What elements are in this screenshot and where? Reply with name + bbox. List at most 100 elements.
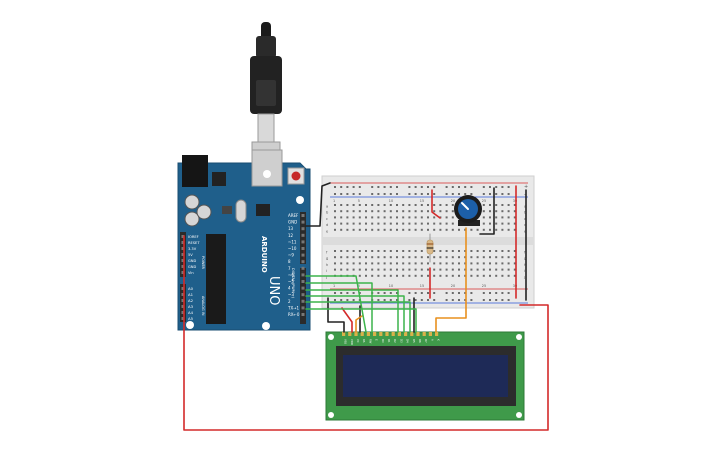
- breadboard-hole[interactable]: [352, 250, 355, 252]
- breadboard-hole[interactable]: [358, 210, 361, 213]
- breadboard-hole[interactable]: [346, 256, 349, 259]
- breadboard-hole[interactable]: [334, 256, 336, 259]
- breadboard-hole[interactable]: [427, 222, 429, 225]
- breadboard-hole[interactable]: [489, 222, 491, 225]
- digital-pin-socket[interactable]: [301, 214, 305, 217]
- breadboard-hole[interactable]: [420, 228, 423, 231]
- breadboard-hole[interactable]: [501, 256, 504, 259]
- rail-hole[interactable]: [377, 299, 380, 301]
- digital-pin-socket[interactable]: [301, 313, 305, 316]
- breadboard-hole[interactable]: [501, 228, 504, 231]
- breadboard-hole[interactable]: [476, 250, 479, 252]
- breadboard-hole[interactable]: [501, 274, 504, 277]
- breadboard-hole[interactable]: [513, 262, 516, 265]
- rail-hole[interactable]: [470, 193, 473, 195]
- power-pin-socket[interactable]: [181, 253, 185, 256]
- breadboard-hole[interactable]: [427, 210, 429, 213]
- rail-hole[interactable]: [340, 299, 343, 301]
- breadboard-hole[interactable]: [439, 228, 442, 231]
- rail-hole[interactable]: [334, 193, 336, 195]
- breadboard-hole[interactable]: [365, 268, 367, 271]
- breadboard-hole[interactable]: [383, 228, 386, 231]
- breadboard-hole[interactable]: [414, 216, 417, 219]
- rail-hole[interactable]: [489, 292, 491, 294]
- breadboard-hole[interactable]: [495, 204, 498, 206]
- breadboard-hole[interactable]: [402, 268, 405, 271]
- breadboard-hole[interactable]: [445, 268, 448, 271]
- rail-hole[interactable]: [495, 193, 498, 195]
- breadboard-hole[interactable]: [451, 250, 454, 252]
- breadboard-hole[interactable]: [427, 256, 429, 259]
- breadboard-hole[interactable]: [340, 250, 343, 252]
- breadboard-hole[interactable]: [346, 268, 349, 271]
- rail-hole[interactable]: [371, 186, 374, 188]
- rail-hole[interactable]: [501, 193, 504, 195]
- breadboard-hole[interactable]: [334, 262, 336, 265]
- rail-hole[interactable]: [507, 186, 510, 188]
- breadboard-hole[interactable]: [402, 216, 405, 219]
- analog-pin-socket[interactable]: [181, 311, 185, 314]
- breadboard-hole[interactable]: [489, 210, 491, 213]
- breadboard-hole[interactable]: [383, 268, 386, 271]
- breadboard-hole[interactable]: [439, 210, 442, 213]
- breadboard-hole[interactable]: [377, 262, 380, 265]
- breadboard-hole[interactable]: [365, 210, 367, 213]
- breadboard-hole[interactable]: [427, 228, 429, 231]
- breadboard-hole[interactable]: [495, 210, 498, 213]
- breadboard-hole[interactable]: [501, 262, 504, 265]
- breadboard-hole[interactable]: [414, 268, 417, 271]
- breadboard-hole[interactable]: [482, 268, 485, 271]
- breadboard-hole[interactable]: [377, 268, 380, 271]
- breadboard-hole[interactable]: [513, 268, 516, 271]
- breadboard-hole[interactable]: [427, 204, 429, 206]
- breadboard-hole[interactable]: [476, 274, 479, 277]
- breadboard-hole[interactable]: [470, 256, 473, 259]
- rail-hole[interactable]: [389, 292, 392, 294]
- breadboard-hole[interactable]: [427, 274, 429, 277]
- digital-pin-socket[interactable]: [301, 220, 305, 224]
- rail-hole[interactable]: [334, 292, 336, 294]
- rail-hole[interactable]: [352, 299, 355, 301]
- rail-hole[interactable]: [334, 186, 336, 188]
- breadboard-hole[interactable]: [433, 250, 436, 252]
- breadboard-hole[interactable]: [383, 274, 386, 277]
- breadboard-hole[interactable]: [507, 210, 510, 213]
- breadboard-hole[interactable]: [439, 250, 442, 252]
- breadboard-hole[interactable]: [414, 262, 417, 265]
- breadboard-hole[interactable]: [451, 204, 454, 206]
- digital-pin-socket[interactable]: [301, 266, 305, 270]
- breadboard-hole[interactable]: [501, 222, 504, 225]
- breadboard-hole[interactable]: [383, 216, 386, 219]
- breadboard-hole[interactable]: [358, 274, 361, 277]
- rail-hole[interactable]: [482, 186, 485, 188]
- rail-hole[interactable]: [420, 292, 423, 294]
- breadboard-hole[interactable]: [389, 274, 392, 277]
- rail-hole[interactable]: [346, 292, 349, 294]
- breadboard-hole[interactable]: [408, 256, 411, 259]
- breadboard-hole[interactable]: [352, 228, 355, 231]
- breadboard-hole[interactable]: [371, 274, 374, 277]
- breadboard-hole[interactable]: [433, 274, 436, 277]
- breadboard-hole[interactable]: [334, 250, 336, 252]
- rail-hole[interactable]: [458, 186, 460, 188]
- breadboard-hole[interactable]: [371, 204, 374, 206]
- rail-hole[interactable]: [396, 299, 398, 301]
- breadboard-hole[interactable]: [408, 268, 411, 271]
- breadboard-hole[interactable]: [495, 256, 498, 259]
- breadboard-hole[interactable]: [365, 222, 367, 225]
- breadboard-hole[interactable]: [346, 216, 349, 219]
- breadboard-hole[interactable]: [358, 262, 361, 265]
- rail-hole[interactable]: [396, 186, 398, 188]
- breadboard-hole[interactable]: [383, 250, 386, 252]
- breadboard-hole[interactable]: [439, 268, 442, 271]
- breadboard-hole[interactable]: [389, 204, 392, 206]
- rail-hole[interactable]: [383, 299, 386, 301]
- breadboard-hole[interactable]: [445, 222, 448, 225]
- breadboard-hole[interactable]: [420, 268, 423, 271]
- breadboard-hole[interactable]: [482, 250, 485, 252]
- breadboard-hole[interactable]: [451, 274, 454, 277]
- breadboard-hole[interactable]: [402, 210, 405, 213]
- breadboard-hole[interactable]: [433, 268, 436, 271]
- analog-pin-socket[interactable]: [181, 299, 185, 302]
- breadboard-hole[interactable]: [365, 256, 367, 259]
